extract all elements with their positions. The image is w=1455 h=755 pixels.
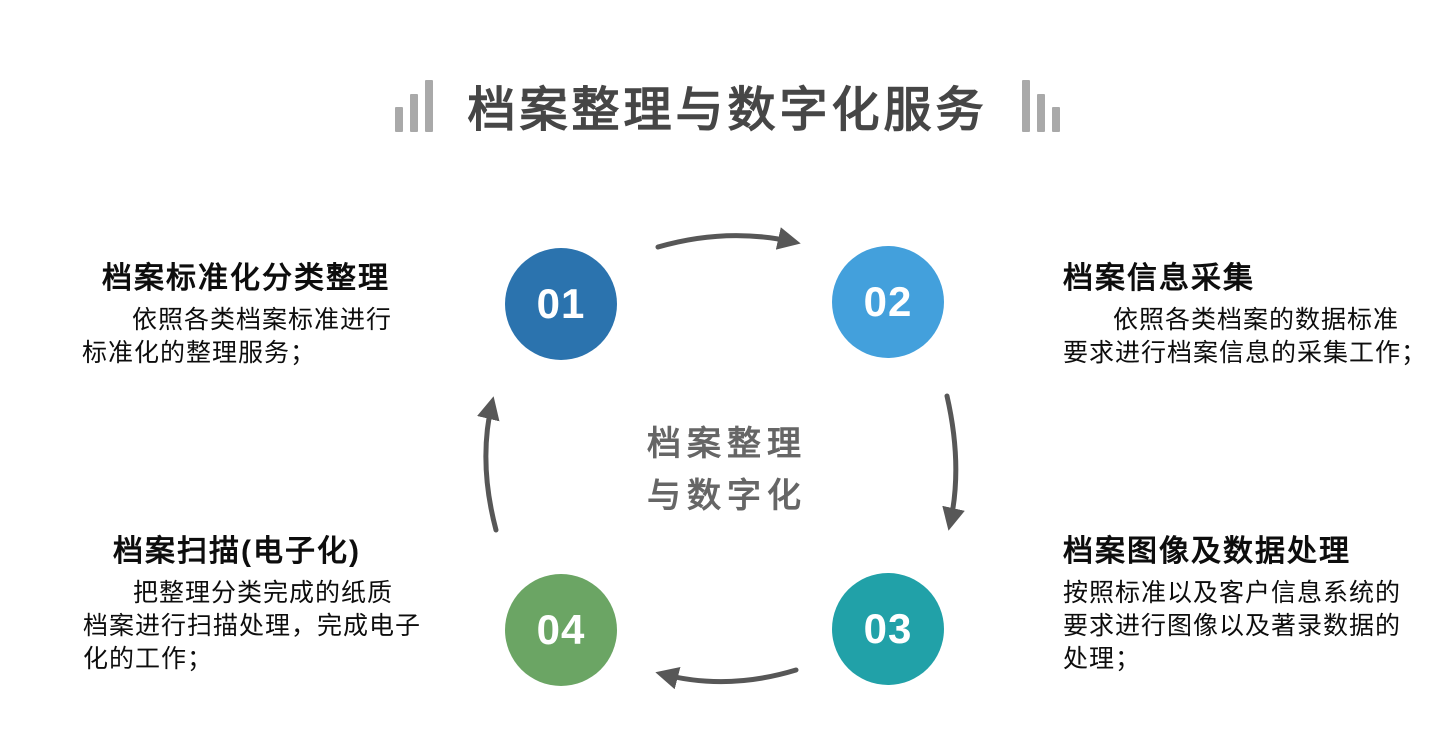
step-number: 03 bbox=[863, 605, 913, 652]
bar-chart-icon-right bbox=[1021, 80, 1060, 138]
step-block-4: 档案扫描(电子化) 把整理分类完成的纸质 档案进行扫描处理，完成电子 化的工作； bbox=[83, 533, 473, 676]
step-description: 按照标准以及客户信息系统的 要求进行图像以及著录数据的 处理； bbox=[1063, 579, 1402, 673]
arrow-step1-to-step2-icon bbox=[655, 227, 801, 250]
arrow-step3-to-step4-icon bbox=[655, 666, 799, 690]
arrow-step2-to-step3-icon bbox=[942, 393, 965, 531]
bar-icon bbox=[425, 80, 434, 132]
step-number: 02 bbox=[863, 278, 913, 325]
cycle-center-label: 档案整理 与数字化 bbox=[647, 425, 807, 515]
step-circle-4: 04 bbox=[505, 574, 617, 686]
step-number: 01 bbox=[536, 280, 586, 327]
bar-icon bbox=[395, 107, 404, 132]
step-title: 档案图像及数据处理 bbox=[1063, 535, 1351, 568]
bar-icon bbox=[410, 94, 419, 132]
step-circle-1: 01 bbox=[505, 248, 617, 360]
step-block-2: 档案信息采集 依照各类档案的数据标准 要求进行档案信息的采集工作； bbox=[1063, 260, 1455, 370]
step-circle-2: 02 bbox=[832, 246, 944, 358]
bar-icon bbox=[1051, 107, 1060, 132]
step-description: 依照各类档案的数据标准 要求进行档案信息的采集工作； bbox=[1063, 306, 1428, 367]
step-title: 档案扫描(电子化) bbox=[113, 535, 361, 568]
step-number: 04 bbox=[536, 606, 586, 653]
arrow-step4-to-step1-icon bbox=[477, 396, 500, 533]
bar-chart-icon-left bbox=[395, 80, 434, 138]
step-title: 档案信息采集 bbox=[1063, 262, 1255, 295]
bar-icon bbox=[1021, 80, 1030, 132]
header: 档案整理与数字化服务 bbox=[0, 80, 1455, 138]
step-circle-3: 03 bbox=[832, 573, 944, 685]
step-title: 档案标准化分类整理 bbox=[102, 262, 390, 295]
page-title: 档案整理与数字化服务 bbox=[467, 83, 988, 137]
step-block-3: 档案图像及数据处理 按照标准以及客户信息系统的 要求进行图像以及著录数据的 处理… bbox=[1063, 533, 1455, 676]
step-block-1: 档案标准化分类整理 依照各类档案标准进行 标准化的整理服务； bbox=[82, 260, 462, 370]
bar-icon bbox=[1036, 94, 1045, 132]
step-description: 依照各类档案标准进行 标准化的整理服务； bbox=[82, 306, 393, 367]
step-description: 把整理分类完成的纸质 档案进行扫描处理，完成电子 化的工作； bbox=[83, 579, 422, 673]
